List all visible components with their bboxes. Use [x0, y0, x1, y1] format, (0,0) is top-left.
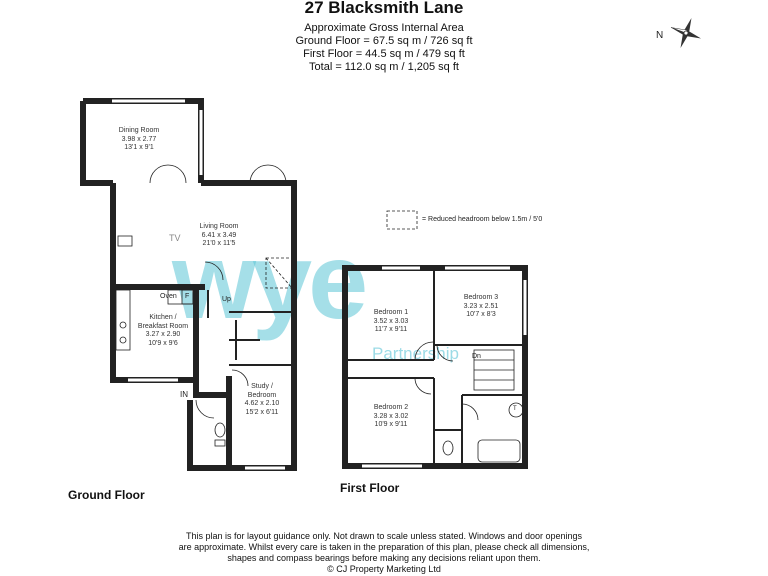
living-room-label: Living Room 6.41 x 3.49 21'0 x 11'5 [199, 223, 239, 247]
reduced-headroom-legend: = Reduced headroom below 1.5m / 5'0 [422, 216, 543, 223]
bedroom-3-label: Bedroom 3 3.23 x 2.51 10'7 x 8'3 [463, 294, 499, 318]
ground-floor-area: Ground Floor = 67.5 sq m / 726 sq ft [295, 35, 473, 47]
disclaimer-line-2: are approximate. Whilst every care is ta… [178, 542, 590, 552]
first-floor-label: First Floor [340, 481, 400, 495]
ground-floor-label: Ground Floor [68, 488, 145, 502]
tv-label: TV [169, 233, 181, 243]
total-area: Total = 112.0 sq m / 1,205 sq ft [309, 61, 459, 73]
tank-label: T [513, 406, 517, 412]
area-heading: Approximate Gross Internal Area [304, 22, 464, 34]
bedroom-1-label: Bedroom 1 3.52 x 3.03 11'7 x 9'11 [373, 309, 409, 333]
copyright-line: © CJ Property Marketing Ltd [327, 564, 441, 574]
fridge-label: F [185, 293, 190, 300]
stairs-up-label: Up [222, 296, 231, 303]
compass-north-label: N [656, 30, 664, 41]
property-title: 27 Blacksmith Lane [304, 0, 464, 17]
disclaimer-line-1: This plan is for layout guidance only. N… [185, 531, 583, 541]
entrance-label: IN [180, 390, 188, 399]
dining-room-label: Dining Room 3.98 x 2.77 13'1 x 9'1 [118, 127, 160, 151]
study-label: Study / Bedroom 4.62 x 2.10 15'2 x 6'11 [244, 383, 280, 416]
stairs-down-label: Dn [472, 353, 481, 360]
kitchen-label: Kitchen / Breakfast Room 3.27 x 2.90 10'… [137, 314, 189, 347]
first-floor-area: First Floor = 44.5 sq m / 479 sq ft [303, 48, 465, 60]
oven-label: Oven [160, 293, 177, 300]
bedroom-2-label: Bedroom 2 3.28 x 3.02 10'9 x 9'11 [373, 404, 409, 428]
disclaimer-line-3: shapes and compass bearings before makin… [227, 553, 541, 563]
